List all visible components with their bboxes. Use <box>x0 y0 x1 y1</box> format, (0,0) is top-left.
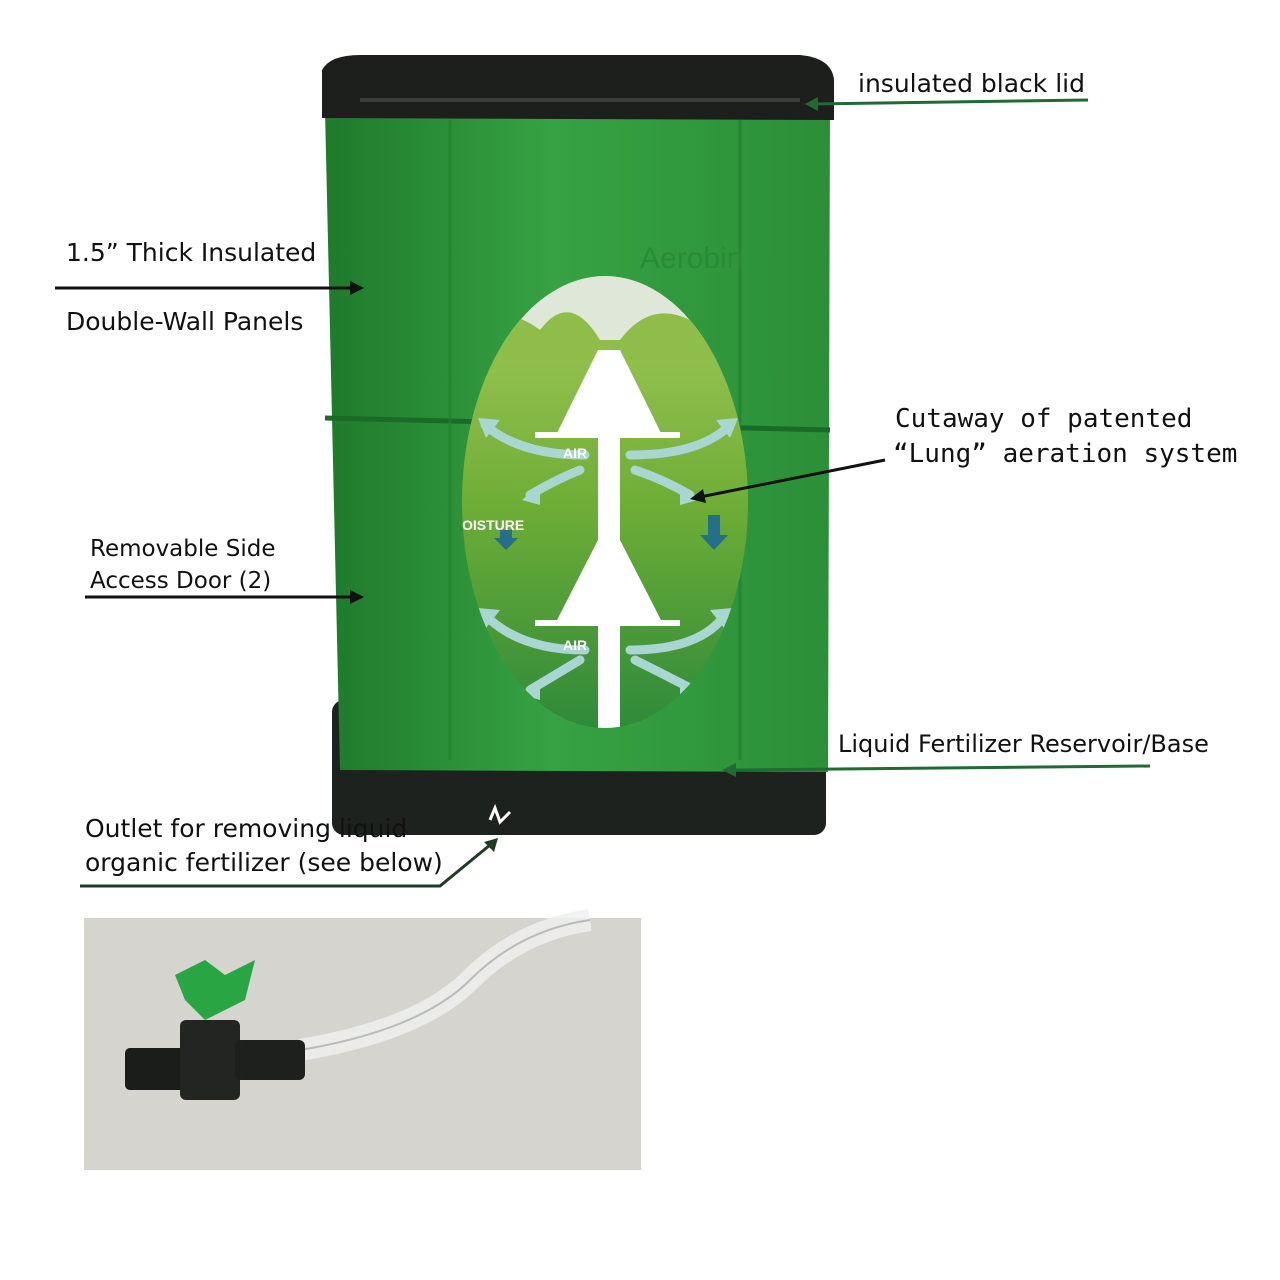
outlet <box>488 803 512 825</box>
arrowhead-icon <box>484 838 498 852</box>
arrowhead-icon <box>350 590 364 604</box>
label-lid: insulated black lid <box>858 69 1085 98</box>
air-label-bottom: AIR <box>563 637 587 653</box>
label-cutaway-line1: Cutaway of patented <box>895 404 1192 434</box>
moisture-label: OISTURE <box>462 517 524 533</box>
label-panels-line1: 1.5” Thick Insulated <box>66 238 316 267</box>
black-lid <box>322 55 834 120</box>
brand-logo: Aerobin <box>640 242 743 275</box>
label-panels-line2: Double-Wall Panels <box>66 307 303 336</box>
label-cutaway-line2: “Lung” aeration system <box>893 439 1237 469</box>
air-label-top: AIR <box>563 445 587 461</box>
label-door-line2: Access Door (2) <box>90 568 271 594</box>
leader-lines <box>55 97 1151 888</box>
label-outlet-line2: organic fertilizer (see below) <box>85 848 443 877</box>
label-door-line1: Removable Side <box>90 536 275 562</box>
lung-cutaway: AIR AIR OISTURE <box>462 276 748 728</box>
valve-photo <box>84 909 641 1170</box>
arrowhead-icon <box>722 763 736 777</box>
green-valve-handle <box>175 960 255 1020</box>
label-base: Liquid Fertilizer Reservoir/Base <box>838 730 1209 758</box>
arrowhead-icon <box>690 489 706 503</box>
arrowhead-icon <box>350 281 364 295</box>
label-outlet-line1: Outlet for removing liquid <box>85 814 407 843</box>
arrowhead-icon <box>805 97 818 111</box>
threaded-fitting <box>125 1048 185 1090</box>
valve-body <box>180 1020 240 1100</box>
